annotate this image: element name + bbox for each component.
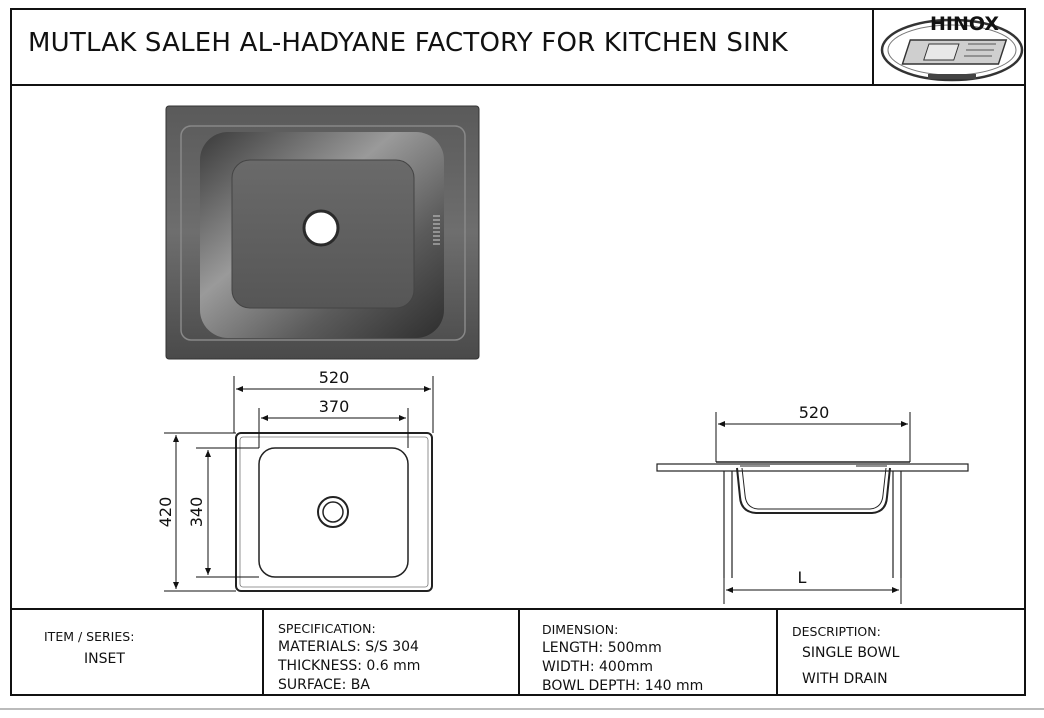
dim-overall-height: 420 [156, 497, 175, 528]
specification-heading: SPECIFICATION: [278, 621, 376, 636]
dim-side-overall-width: 520 [799, 403, 830, 422]
specification-thickness: THICKNESS: 0.6 mm [278, 658, 421, 674]
description-heading: DESCRIPTION: [792, 624, 881, 639]
title-block: MUTLAK SALEH AL-HADYANE FACTORY FOR KITC… [10, 8, 1026, 86]
item-series-heading: ITEM / SERIES: [44, 629, 135, 644]
logo-wordmark: HINOX [930, 13, 999, 35]
page-title: MUTLAK SALEH AL-HADYANE FACTORY FOR KITC… [28, 28, 788, 58]
cell-item-series: ITEM / SERIES: INSET [10, 610, 262, 696]
sink-render-image [165, 105, 480, 360]
sink-logo-icon [880, 18, 1024, 82]
dim-bowl-width: 370 [319, 397, 350, 416]
item-series-value: INSET [84, 651, 125, 667]
dimension-heading: DIMENSION: [542, 622, 619, 637]
dim-length-label: L [798, 568, 807, 587]
logo-divider [872, 8, 874, 84]
cell-description: DESCRIPTION: SINGLE BOWL WITH DRAIN [776, 610, 1024, 696]
description-line-1: SINGLE BOWL [802, 645, 900, 661]
side-view-drawing [656, 461, 969, 578]
specification-materials: MATERIALS: S/S 304 [278, 639, 419, 655]
dim-overall-width: 520 [319, 368, 350, 387]
dimension-bowl-depth: BOWL DEPTH: 140 mm [542, 678, 704, 694]
info-table: ITEM / SERIES: INSET SPECIFICATION: MATE… [10, 608, 1026, 696]
dimension-width: WIDTH: 400mm [542, 659, 653, 675]
description-line-2: WITH DRAIN [802, 671, 888, 687]
dim-bowl-height: 340 [187, 497, 206, 528]
bottom-divider [0, 708, 1044, 710]
cell-dimension: DIMENSION: LENGTH: 500mm WIDTH: 400mm BO… [518, 610, 778, 696]
side-view-dimensions [715, 412, 911, 604]
top-view-dimensions [164, 376, 434, 592]
brand-logo: HINOX [876, 10, 1026, 84]
specification-surface: SURFACE: BA [278, 677, 370, 693]
dimension-length: LENGTH: 500mm [542, 640, 662, 656]
top-view-drawing [235, 432, 433, 592]
cell-specification: SPECIFICATION: MATERIALS: S/S 304 THICKN… [262, 610, 520, 696]
